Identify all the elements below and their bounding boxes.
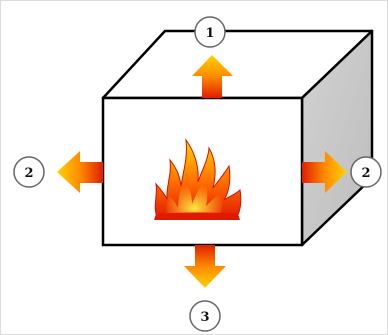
badge-top: 1 <box>194 16 226 48</box>
badge-left: 2 <box>13 156 45 188</box>
badge-left-label: 2 <box>24 166 33 181</box>
badge-right-label: 2 <box>361 166 370 181</box>
badge-bottom: 3 <box>189 300 221 332</box>
arrow-left-icon <box>57 151 103 193</box>
arrow-up-icon <box>192 55 233 98</box>
arrow-right-icon <box>302 151 347 193</box>
badge-top-label: 1 <box>205 26 214 41</box>
flame-icon <box>154 138 242 220</box>
badge-right: 2 <box>350 156 382 188</box>
arrow-down-icon <box>184 245 226 288</box>
badge-bottom-label: 3 <box>200 310 209 325</box>
